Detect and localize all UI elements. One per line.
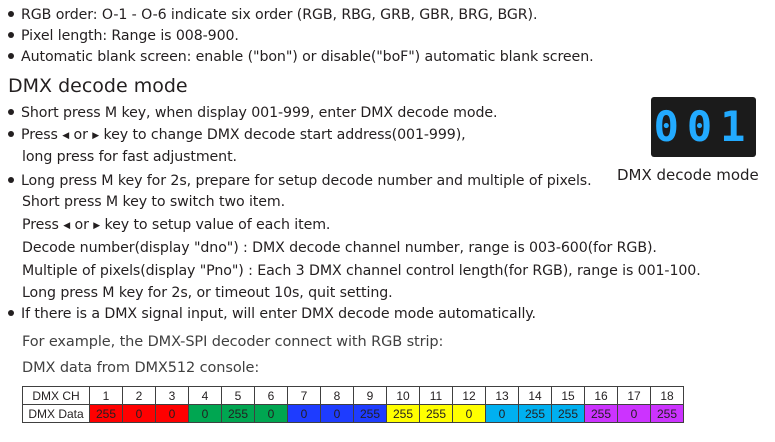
led-display: 001 xyxy=(651,97,756,157)
dmx-data-cell: 255 xyxy=(518,404,552,423)
example-line: For example, the DMX-SPI decoder connect… xyxy=(22,334,444,350)
bullet-icon xyxy=(8,53,14,59)
dmx-channel-cell: 15 xyxy=(551,386,585,405)
dmx-channel-cell: 9 xyxy=(353,386,387,405)
decode-number-line: Decode number(display "dno") : DMX decod… xyxy=(22,240,657,256)
dmx-channel-cell: 4 xyxy=(188,386,222,405)
dmx-channel-cell: 16 xyxy=(584,386,618,405)
long-press-fast-line: long press for fast adjustment. xyxy=(22,149,237,165)
dmx-data-cell: 255 xyxy=(584,404,618,423)
press-setup-line: Press ◀ or ▶ key to setup value of each … xyxy=(22,216,330,235)
dmx-data-cell: 255 xyxy=(419,404,453,423)
dmx-data-label: DMX Data xyxy=(22,404,90,423)
dmx-channel-cell: 12 xyxy=(452,386,486,405)
dmx-channel-cell: 3 xyxy=(155,386,189,405)
bullet-icon xyxy=(8,32,14,38)
rgb-order-text: RGB order: O-1 - O-6 indicate six order … xyxy=(21,7,538,23)
right-triangle-icon: ▶ xyxy=(92,131,100,141)
dmx-channel-cell: 7 xyxy=(287,386,321,405)
dmx-channel-cell: 13 xyxy=(485,386,519,405)
auto-blank-text: Automatic blank screen: enable ("bon") o… xyxy=(21,49,594,65)
press-key-text: key to change DMX decode start address(0… xyxy=(103,127,466,143)
short-press-switch-line: Short press M key to switch two item. xyxy=(22,194,286,210)
dmx-data-cell: 255 xyxy=(353,404,387,423)
dmx-channel-cell: 5 xyxy=(221,386,255,405)
short-press-text: Short press M key, when display 001-999,… xyxy=(21,105,498,121)
long-press-2s-text: Long press M key for 2s, prepare for set… xyxy=(21,173,592,189)
dmx-data-cell: 255 xyxy=(221,404,255,423)
dmx-channel-cell: 8 xyxy=(320,386,354,405)
pixel-length-text: Pixel length: Range is 008-900. xyxy=(21,28,239,44)
dmx-channel-cell: 2 xyxy=(122,386,156,405)
press-setup-text: key to setup value of each item. xyxy=(104,217,331,233)
dmx-data-cell: 0 xyxy=(617,404,651,423)
dmx-channel-cell: 18 xyxy=(650,386,684,405)
dmx-channel-cell: 6 xyxy=(254,386,288,405)
dmx-data-cell: 0 xyxy=(188,404,222,423)
pixel-length-line: Pixel length: Range is 008-900. xyxy=(8,27,239,45)
bullet-icon xyxy=(8,310,14,316)
multiple-pixels-line: Multiple of pixels(display "Pno") : Each… xyxy=(22,263,701,279)
signal-input-line: If there is a DMX signal input, will ent… xyxy=(8,305,536,323)
press-text: Press xyxy=(22,217,59,233)
dmx-data-cell: 0 xyxy=(452,404,486,423)
signal-input-text: If there is a DMX signal input, will ent… xyxy=(21,306,536,322)
bullet-icon xyxy=(8,11,14,17)
bullet-icon xyxy=(8,177,14,183)
quit-setting-line: Long press M key for 2s, or timeout 10s,… xyxy=(22,285,393,301)
dmx-data-cell: 0 xyxy=(287,404,321,423)
press-text: Press xyxy=(21,127,58,143)
dmx-data-cell: 255 xyxy=(650,404,684,423)
dmx-data-cell: 0 xyxy=(254,404,288,423)
dmx-channel-cell: 17 xyxy=(617,386,651,405)
dmx-channel-cell: 14 xyxy=(518,386,552,405)
short-press-line: Short press M key, when display 001-999,… xyxy=(8,104,498,122)
display-value: 001 xyxy=(653,102,754,151)
dmx-channel-cell: 11 xyxy=(419,386,453,405)
dmx-data-cell: 255 xyxy=(386,404,420,423)
dmx-data-cell: 255 xyxy=(89,404,123,423)
auto-blank-line: Automatic blank screen: enable ("bon") o… xyxy=(8,48,594,66)
long-press-2s-line: Long press M key for 2s, prepare for set… xyxy=(8,172,592,190)
dmx-channel-cell: 10 xyxy=(386,386,420,405)
dmx-ch-label: DMX CH xyxy=(22,386,90,405)
dmx-data-cell: 0 xyxy=(155,404,189,423)
display-caption: DMX decode mode xyxy=(617,166,759,184)
press-arrows-line: Press ◀ or ▶ key to change DMX decode st… xyxy=(8,126,466,145)
right-triangle-icon: ▶ xyxy=(93,221,101,231)
left-triangle-icon: ◀ xyxy=(63,221,71,231)
rgb-order-line: RGB order: O-1 - O-6 indicate six order … xyxy=(8,6,537,24)
dmx-data-cell: 0 xyxy=(122,404,156,423)
dmx-data-from-line: DMX data from DMX512 console: xyxy=(22,360,260,376)
dmx-data-cell: 255 xyxy=(551,404,585,423)
or-text: or xyxy=(74,217,89,233)
dmx-data-cell: 0 xyxy=(320,404,354,423)
or-text: or xyxy=(73,127,88,143)
bullet-icon xyxy=(8,131,14,137)
dmx-data-cell: 0 xyxy=(485,404,519,423)
dmx-channel-cell: 1 xyxy=(89,386,123,405)
section-heading: DMX decode mode xyxy=(8,75,188,97)
left-triangle-icon: ◀ xyxy=(62,131,70,141)
bullet-icon xyxy=(8,109,14,115)
